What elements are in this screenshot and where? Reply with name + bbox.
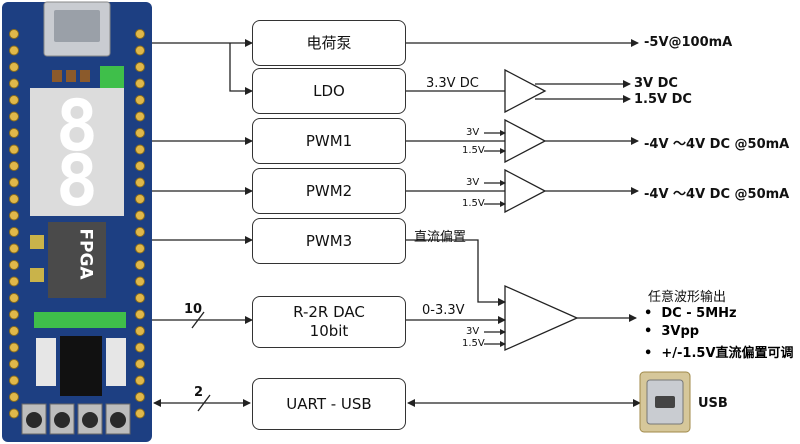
header-pin bbox=[9, 111, 19, 122]
pwm1-label: PWM1 bbox=[305, 131, 353, 150]
dac-1v5-label: 1.5V bbox=[462, 338, 485, 349]
waveform-spec-item: • DC - 5MHz bbox=[644, 306, 737, 321]
header-pin bbox=[9, 392, 19, 402]
fpga-chip-label: FPGA bbox=[75, 228, 96, 280]
board-button-cap bbox=[26, 412, 42, 428]
header-pin bbox=[135, 177, 145, 188]
ldo-block: LDO bbox=[252, 68, 406, 114]
header-pin bbox=[135, 342, 145, 353]
header-pin bbox=[135, 359, 145, 369]
header-pin bbox=[9, 177, 19, 188]
header-pin bbox=[9, 95, 19, 105]
pwm1-block: PWM1 bbox=[252, 118, 406, 164]
header-pin bbox=[9, 144, 19, 155]
header-pin bbox=[135, 243, 145, 254]
header-pin bbox=[135, 111, 145, 122]
pwm1-3v-label: 3V bbox=[466, 127, 480, 138]
dac-label-line1: R-2R DAC bbox=[293, 303, 365, 321]
pwm1-output: -4V ～4V DC @50mA bbox=[644, 137, 790, 152]
pwm2-output: -4V ～4V DC @50mA bbox=[644, 187, 790, 202]
pwm2-block: PWM2 bbox=[252, 168, 406, 214]
led-row bbox=[34, 312, 126, 328]
board-button-cap bbox=[110, 412, 126, 428]
ldo-output-label: 3.3V DC bbox=[426, 76, 479, 91]
board-button-cap bbox=[54, 412, 70, 428]
arbitrary-waveform-title: 任意波形输出 bbox=[648, 290, 727, 305]
uart-usb-label: UART - USB bbox=[286, 394, 372, 413]
bus-width-2-label: 2 bbox=[194, 385, 204, 400]
dac-3v-label: 3V bbox=[466, 326, 480, 337]
header-pin bbox=[9, 293, 19, 303]
header-pin bbox=[135, 194, 145, 204]
header-pin bbox=[135, 128, 145, 138]
header-pin bbox=[9, 359, 19, 369]
pwm2-3v-label: 3V bbox=[466, 177, 480, 188]
header-pin bbox=[135, 309, 145, 320]
header-pin bbox=[9, 375, 19, 386]
header-pin bbox=[135, 392, 145, 402]
header-pin bbox=[9, 128, 19, 138]
header-pin bbox=[135, 260, 145, 270]
charge-pump-label: 电荷泵 bbox=[306, 33, 352, 52]
fpga-board: 8 8 bbox=[2, 1, 152, 442]
bus-width-10-label: 10 bbox=[184, 302, 203, 317]
header-pin bbox=[135, 227, 145, 237]
header-pin bbox=[9, 243, 19, 254]
pwm2-label: PWM2 bbox=[305, 181, 353, 200]
pwm1-1v5-label: 1.5V bbox=[462, 145, 485, 156]
usb-connector-icon bbox=[639, 371, 691, 433]
svg-text:8: 8 bbox=[56, 140, 98, 222]
dac-block: R-2R DAC 10bit bbox=[252, 296, 406, 348]
waveform-spec-item: • 3Vpp bbox=[644, 324, 700, 339]
header-pin bbox=[9, 45, 19, 56]
header-pin bbox=[135, 326, 145, 336]
charge-pump-output: -5V@100mA bbox=[644, 35, 733, 50]
header-pin bbox=[135, 293, 145, 303]
fpga-chip bbox=[48, 222, 106, 298]
ldo-1v5-output: 1.5V DC bbox=[634, 92, 692, 107]
header-pin bbox=[9, 78, 19, 89]
header-pin bbox=[9, 210, 19, 221]
header-pin bbox=[135, 161, 145, 171]
header-pin bbox=[135, 144, 145, 155]
waveform-spec-item: • +/-1.5V直流偏置可调 bbox=[644, 346, 794, 361]
header-pin bbox=[9, 309, 19, 320]
pwm3-block: PWM3 bbox=[252, 218, 406, 264]
seven-segment-display bbox=[30, 88, 124, 216]
header-pin bbox=[135, 29, 145, 39]
header-pin bbox=[9, 326, 19, 336]
header-pin bbox=[9, 62, 19, 72]
usb-output-label: USB bbox=[698, 396, 728, 411]
board-button-cap bbox=[82, 412, 98, 428]
header-pin bbox=[9, 276, 19, 287]
header-pin bbox=[9, 260, 19, 270]
header-pin bbox=[9, 194, 19, 204]
dac-output-label: 0-3.3V bbox=[422, 303, 465, 318]
header-pin bbox=[135, 95, 145, 105]
header-pin bbox=[9, 342, 19, 353]
pwm3-label: PWM3 bbox=[305, 231, 353, 250]
header-pin bbox=[135, 78, 145, 89]
header-pin bbox=[135, 45, 145, 56]
uart-usb-block: UART - USB bbox=[252, 378, 406, 430]
dac-label-line2: 10bit bbox=[309, 322, 349, 340]
header-pin bbox=[9, 161, 19, 171]
ldo-label: LDO bbox=[313, 81, 345, 100]
led-icon bbox=[100, 66, 124, 88]
header-pin bbox=[135, 408, 145, 419]
svg-text:8: 8 bbox=[56, 85, 98, 167]
header-pin bbox=[135, 62, 145, 72]
charge-pump-block: 电荷泵 bbox=[252, 20, 406, 66]
header-pin bbox=[135, 276, 145, 287]
header-pin bbox=[9, 29, 19, 39]
header-pin bbox=[135, 210, 145, 221]
ldo-3v-output: 3V DC bbox=[634, 76, 678, 91]
dc-bias-label: 直流偏置 bbox=[414, 230, 467, 245]
header-pin bbox=[9, 227, 19, 237]
header-pin bbox=[135, 375, 145, 386]
pwm2-1v5-label: 1.5V bbox=[462, 198, 485, 209]
header-pin bbox=[9, 408, 19, 419]
